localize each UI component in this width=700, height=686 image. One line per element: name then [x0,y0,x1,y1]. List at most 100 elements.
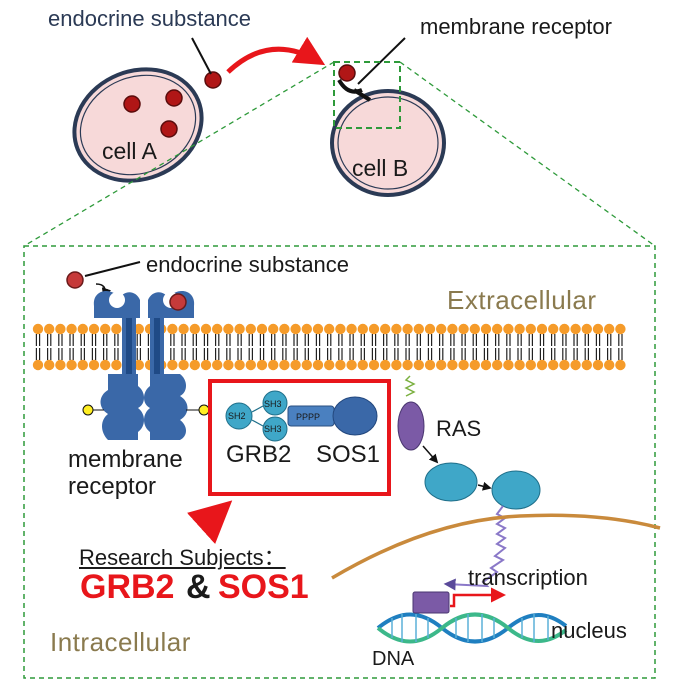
lipid-head [525,359,536,371]
lipid-head [279,323,290,335]
lipid-head [200,359,212,371]
hormone-particle [123,95,141,113]
lipid-head [100,323,111,335]
lipid-head [559,323,570,335]
lipid-head [324,359,335,371]
lipid-head [245,323,256,335]
lipid-head [167,359,178,371]
lipid-head [447,323,458,335]
lipid-head [581,359,592,371]
research-highlight-box [208,379,391,496]
extracellular-label: Extracellular [447,285,597,315]
lipid-head [32,359,44,371]
kinase-1 [424,462,478,502]
lipid-head [514,359,525,371]
lipid-head [324,323,335,335]
dna-helix [376,612,568,644]
lipid-head [357,323,368,335]
lipid-head [469,323,480,335]
lipid-head [77,359,89,371]
lipid-head [525,323,536,335]
lipid-head [615,359,626,371]
sh2-label: SH2 [228,411,246,421]
cascade-arrow [477,481,492,491]
lipid-head [424,359,436,371]
sh3-label-bottom: SH3 [264,424,282,434]
membrane-receptor-dimer [93,291,195,440]
lipid-head [212,323,223,335]
endocrine-substance-label: endocrine substance [48,6,252,31]
transcription-factor [412,591,450,614]
research-subject-connector: & [186,568,211,606]
hormone-particle [165,89,183,107]
lipid-head [256,359,268,371]
lipid-head [424,323,436,335]
lipid-head [212,359,223,371]
lipid-head [301,323,312,335]
cell-b-label: cell B [352,155,409,181]
lipid-head [492,323,503,335]
lipid-head [167,323,178,335]
lipid-head [290,359,301,371]
lipid-head [615,323,626,335]
cell-a [72,67,204,183]
lipid-head [480,323,492,335]
lipid-head [335,359,346,371]
lipid-head [223,323,234,335]
lipid-head [514,323,525,335]
lipid-head [413,359,424,371]
detail-frame [23,245,656,679]
phosphate-right [198,404,210,416]
transcription-arrow [450,587,506,608]
kinase-2 [491,470,541,510]
lipid-head [44,323,55,335]
research-arrow [186,500,233,545]
phosphate-left [82,404,94,416]
lipid-head [604,323,615,335]
lipid-head [604,359,615,371]
lipid-head [234,359,245,371]
label-line [357,37,406,85]
research-subject-sos1: SOS1 [218,568,309,606]
lipid-head [368,359,380,371]
sh3-domain-top [262,390,288,416]
lipid-head [256,323,268,335]
lipid-head [380,323,391,335]
lipid-head [312,323,324,335]
lipid-head [77,323,89,335]
secreted-hormone [204,71,222,89]
lipid-head [268,359,279,371]
lipid-head [447,359,458,371]
lipid-head [548,323,559,335]
lipid-head [559,359,570,371]
sos1-label: SOS1 [316,441,381,468]
lipid-head [503,323,514,335]
lipid-head [581,323,592,335]
lipid-head [480,359,492,371]
lipid-head [312,359,324,371]
lipid-head [234,323,245,335]
research-subject-grb2: GRB2 [80,568,175,606]
ras-protein [397,401,425,451]
lipid-head [391,359,402,371]
secretion-arrow [226,36,326,74]
lipid-head [32,323,44,335]
lipid-head [536,323,548,335]
lipid-head [346,359,357,371]
lipid-head [111,359,122,371]
lipid-head [66,323,77,335]
lipid-head [44,359,55,371]
lipid-head [290,323,301,335]
grb2-sos1-complex [225,390,378,442]
lipid-head [133,359,144,371]
endocrine-substance-detail-label: endocrine substance [146,252,350,277]
intracellular-label: Intracellular [50,627,191,657]
pppp-label: PPPP [296,412,321,422]
lipid-head [413,323,424,335]
sh3-domain-bottom [262,416,288,442]
lipid-head [279,359,290,371]
lipid-head [570,359,581,371]
cascade-arrow [422,445,439,464]
lipid-head [503,359,514,371]
lipid-head [402,359,413,371]
